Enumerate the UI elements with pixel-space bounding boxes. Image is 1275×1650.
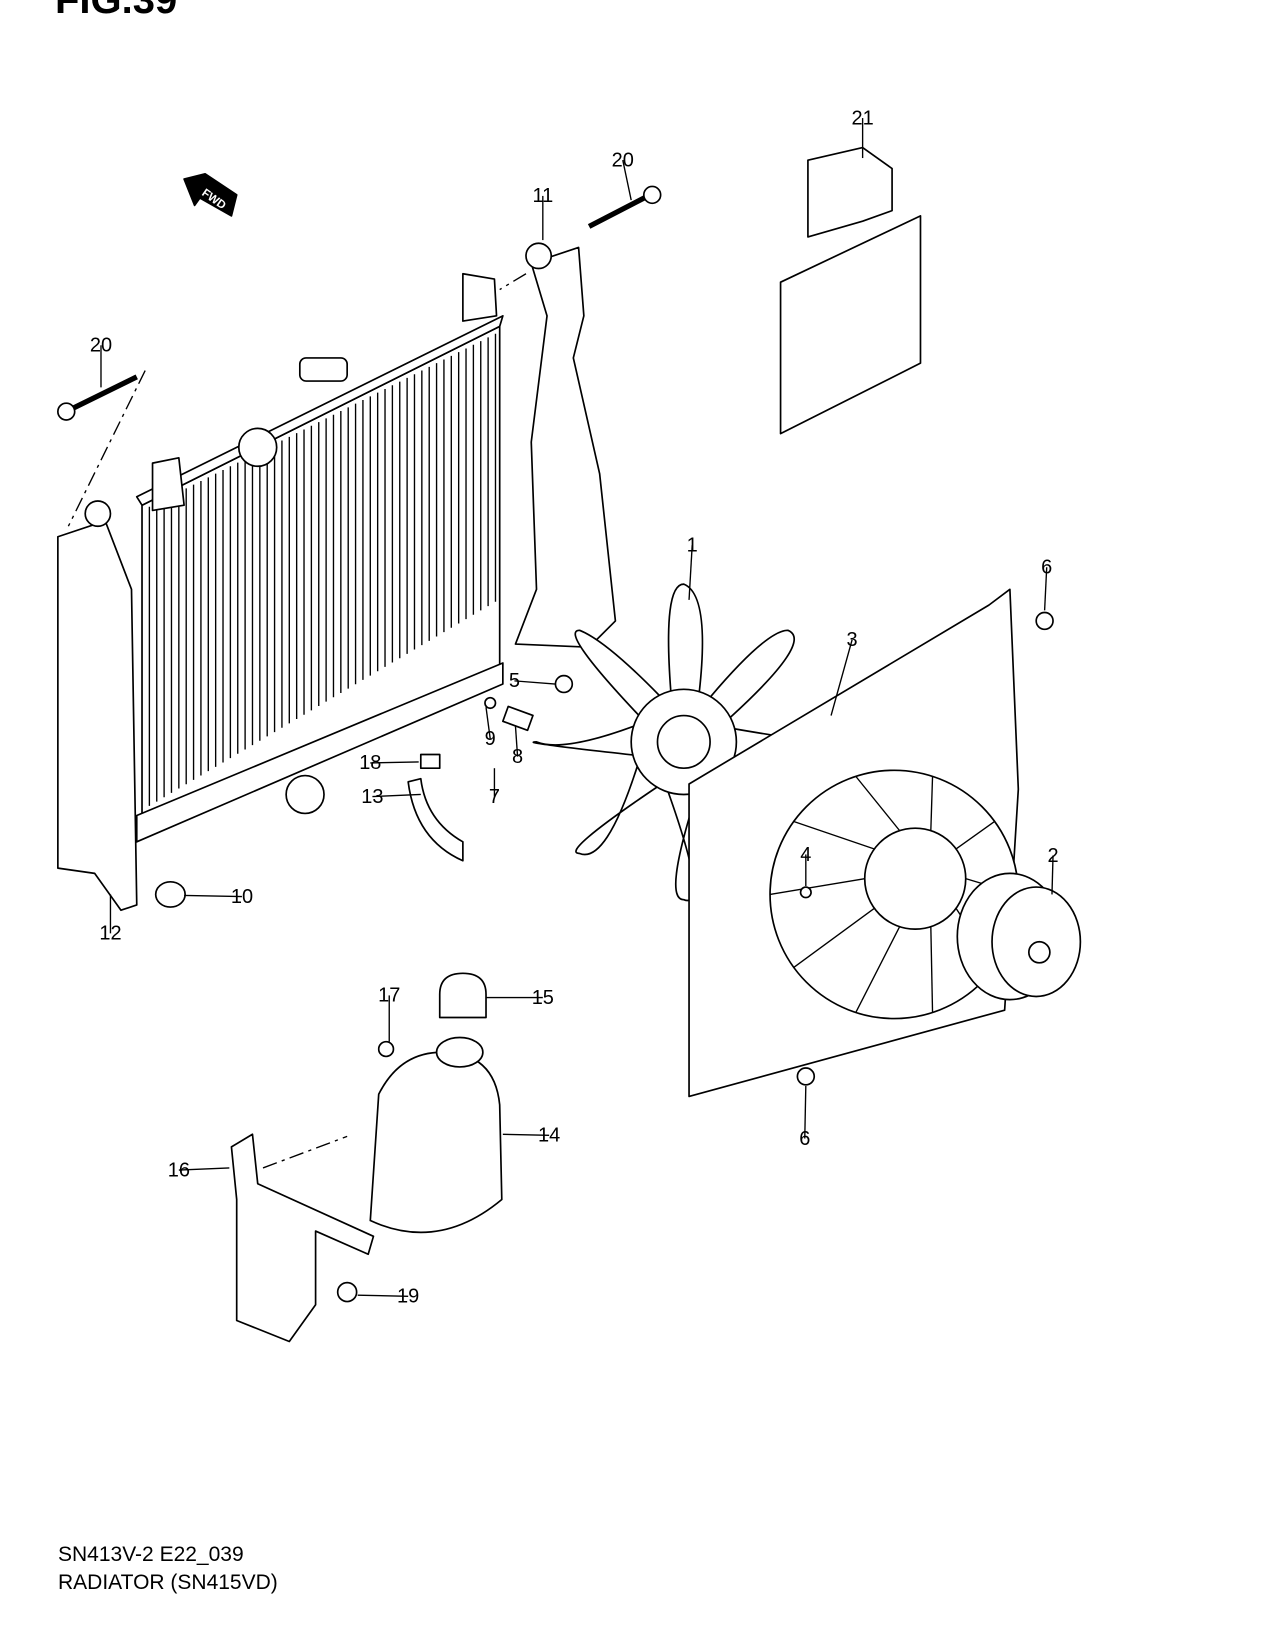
callout-leader bbox=[622, 160, 632, 201]
callout-5: 5 bbox=[509, 670, 520, 692]
callout-11: 11 bbox=[532, 185, 553, 207]
bracket-part-right bbox=[514, 246, 617, 649]
callout-leader bbox=[514, 726, 519, 757]
bolt-part-6-bottom bbox=[796, 1067, 816, 1086]
callout-4: 4 bbox=[800, 844, 811, 866]
controller-box-part-21 bbox=[779, 146, 922, 435]
diagram-code: SN413V-2 E22_039 bbox=[58, 1543, 244, 1566]
callout-7: 7 bbox=[489, 786, 500, 808]
callout-leader bbox=[514, 680, 556, 685]
callout-leader bbox=[184, 894, 242, 898]
callout-leader bbox=[372, 793, 421, 798]
diagram-title: RADIATOR (SN415VD) bbox=[58, 1571, 278, 1594]
callout-14: 14 bbox=[538, 1125, 560, 1147]
callout-1: 1 bbox=[687, 534, 698, 556]
nut-part-5 bbox=[554, 674, 574, 694]
fwd-arrow-icon: FWD bbox=[183, 172, 238, 217]
callout-leader bbox=[804, 1085, 807, 1139]
callout-19: 19 bbox=[397, 1286, 419, 1308]
cushion-part-10 bbox=[154, 880, 186, 908]
oring-part-9 bbox=[484, 696, 497, 710]
callout-12: 12 bbox=[99, 923, 121, 945]
cap-part-15 bbox=[438, 972, 487, 1019]
callout-leader bbox=[1051, 855, 1054, 895]
callout-leader bbox=[502, 1133, 550, 1137]
bracket-part-12 bbox=[57, 520, 138, 912]
reservoir-part-14 bbox=[369, 1036, 503, 1234]
callout-leader bbox=[178, 1167, 230, 1171]
callout-leader bbox=[370, 761, 419, 764]
sensor-part-8 bbox=[501, 705, 534, 732]
callout-20: 20 bbox=[612, 149, 634, 171]
callout-13: 13 bbox=[361, 786, 383, 808]
callout-15: 15 bbox=[532, 987, 554, 1009]
callout-8: 8 bbox=[512, 746, 523, 768]
callout-leader bbox=[357, 1294, 409, 1297]
callout-21: 21 bbox=[852, 107, 874, 129]
radiator-part bbox=[135, 272, 504, 843]
fan-shroud-part-3 bbox=[688, 588, 1020, 1098]
callout-16: 16 bbox=[168, 1159, 190, 1181]
callout-leader bbox=[830, 639, 853, 716]
callout-18: 18 bbox=[359, 752, 381, 774]
callout-leader bbox=[688, 545, 693, 600]
bolt-part-6-top bbox=[1035, 611, 1054, 631]
bolt-part-19 bbox=[336, 1281, 358, 1303]
callout-leader bbox=[485, 707, 491, 739]
callout-6: 6 bbox=[1041, 557, 1052, 579]
callout-3: 3 bbox=[847, 629, 858, 651]
callout-9: 9 bbox=[485, 728, 496, 750]
clamp-part-18 bbox=[419, 753, 441, 770]
bolt-part-17 bbox=[377, 1040, 395, 1058]
callout-17: 17 bbox=[378, 985, 400, 1007]
fan-motor-part-2 bbox=[956, 872, 1082, 1001]
callout-20: 20 bbox=[90, 335, 112, 357]
screw-part-4 bbox=[799, 886, 812, 899]
callout-6: 6 bbox=[799, 1128, 810, 1150]
bracket-part-16 bbox=[230, 1133, 375, 1343]
figure-title: FIG.39 bbox=[55, 0, 178, 22]
callout-10: 10 bbox=[231, 886, 253, 908]
hose-part-13 bbox=[407, 777, 464, 862]
callout-leader bbox=[1043, 567, 1048, 611]
callout-2: 2 bbox=[1047, 845, 1058, 867]
